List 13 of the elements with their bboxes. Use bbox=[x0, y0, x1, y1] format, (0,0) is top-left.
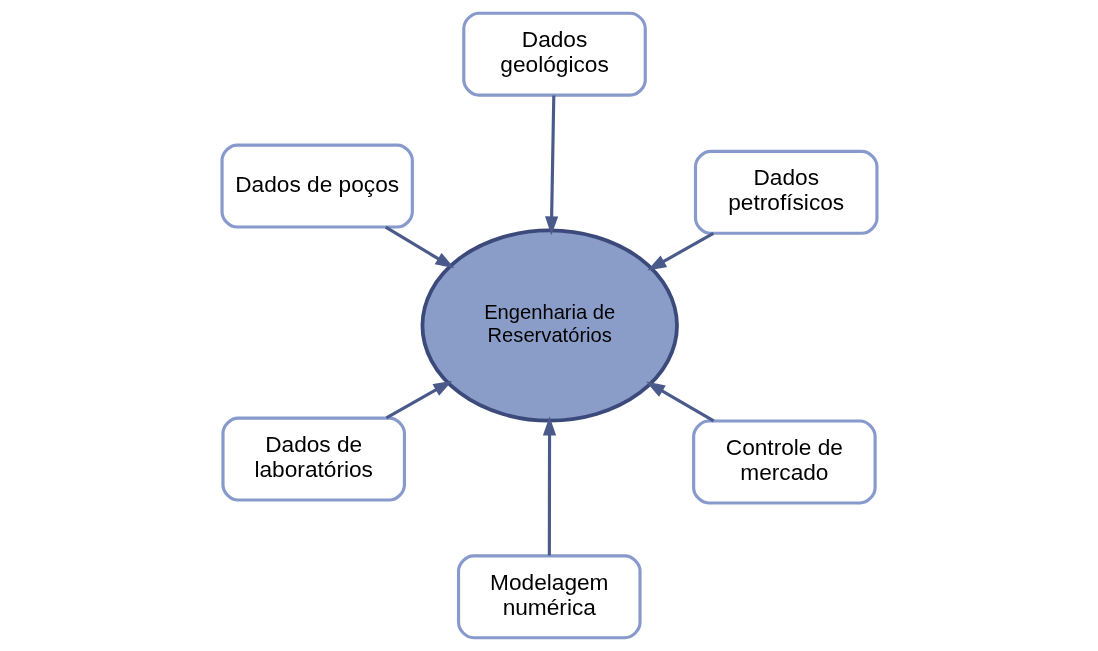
arrow bbox=[645, 381, 714, 423]
arrow bbox=[384, 225, 454, 269]
arrow bbox=[385, 380, 452, 420]
arrow bbox=[544, 95, 558, 236]
arrow bbox=[646, 232, 714, 271]
node-box: Dados de poços bbox=[219, 143, 414, 229]
node-box: Dados petrofísicos bbox=[693, 149, 879, 235]
node-box: Dados de laboratórios bbox=[220, 416, 406, 502]
node-ellipse: Engenharia de Reservatórios bbox=[420, 228, 679, 423]
node-box: Dados geológicos bbox=[461, 11, 647, 97]
arrow bbox=[542, 416, 556, 556]
node-box: Modelagem numérica bbox=[456, 554, 642, 640]
node-box: Controle de mercado bbox=[691, 419, 877, 505]
